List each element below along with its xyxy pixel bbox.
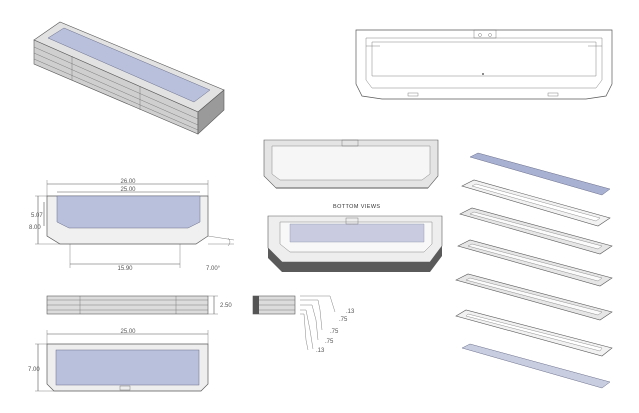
exploded-layer-stack	[455, 152, 613, 389]
dim-front-height-inner: 5.07	[31, 213, 43, 219]
exploded-frame-3	[457, 239, 613, 287]
dim-front-width-inner: 25.00	[120, 187, 136, 193]
exploded-top-plate	[469, 152, 611, 196]
iso-top-plate	[47, 27, 211, 103]
dim-front-bottom-width: 15.90	[117, 266, 133, 272]
exploded-frame-1	[461, 179, 611, 227]
top-view-outline	[355, 29, 613, 100]
side-profile-view: 2.50	[46, 295, 232, 315]
exploded-frame-5	[455, 309, 613, 357]
center-bottom-3d-view	[267, 215, 443, 272]
exploded-frame-4	[455, 273, 613, 321]
dim-front-width-outer: 26.00	[120, 179, 136, 185]
dim-side-height: 2.50	[220, 303, 232, 309]
dim-front-angle: 7.00°	[206, 266, 221, 272]
dim-bottom-height: 7.00	[28, 367, 40, 373]
dim-bottom-width: 25.00	[120, 329, 136, 335]
exploded-bottom-plate	[461, 343, 611, 389]
dim-front-height-outer: 8.00	[29, 225, 41, 231]
bottom-plan-view: 25.00 7.00	[28, 329, 209, 392]
dim-layer-4: .75	[325, 339, 334, 345]
front-view: 26.00 25.00 8.00 5.07 15.90 7.00°	[29, 179, 235, 272]
dim-layer-1: .13	[346, 309, 355, 315]
dim-layer-2: .75	[339, 317, 348, 323]
dim-layer-5: .13	[316, 348, 325, 354]
center-open-case-view	[263, 139, 439, 189]
layer-section-detail: .13 .75 .75 .75 .13	[252, 295, 355, 354]
bottom-views-label: BOTTOM VIEWS	[333, 204, 380, 210]
exploded-frame-2	[459, 207, 613, 255]
iso-case-view	[33, 21, 225, 135]
dim-layer-3: .75	[330, 329, 339, 335]
